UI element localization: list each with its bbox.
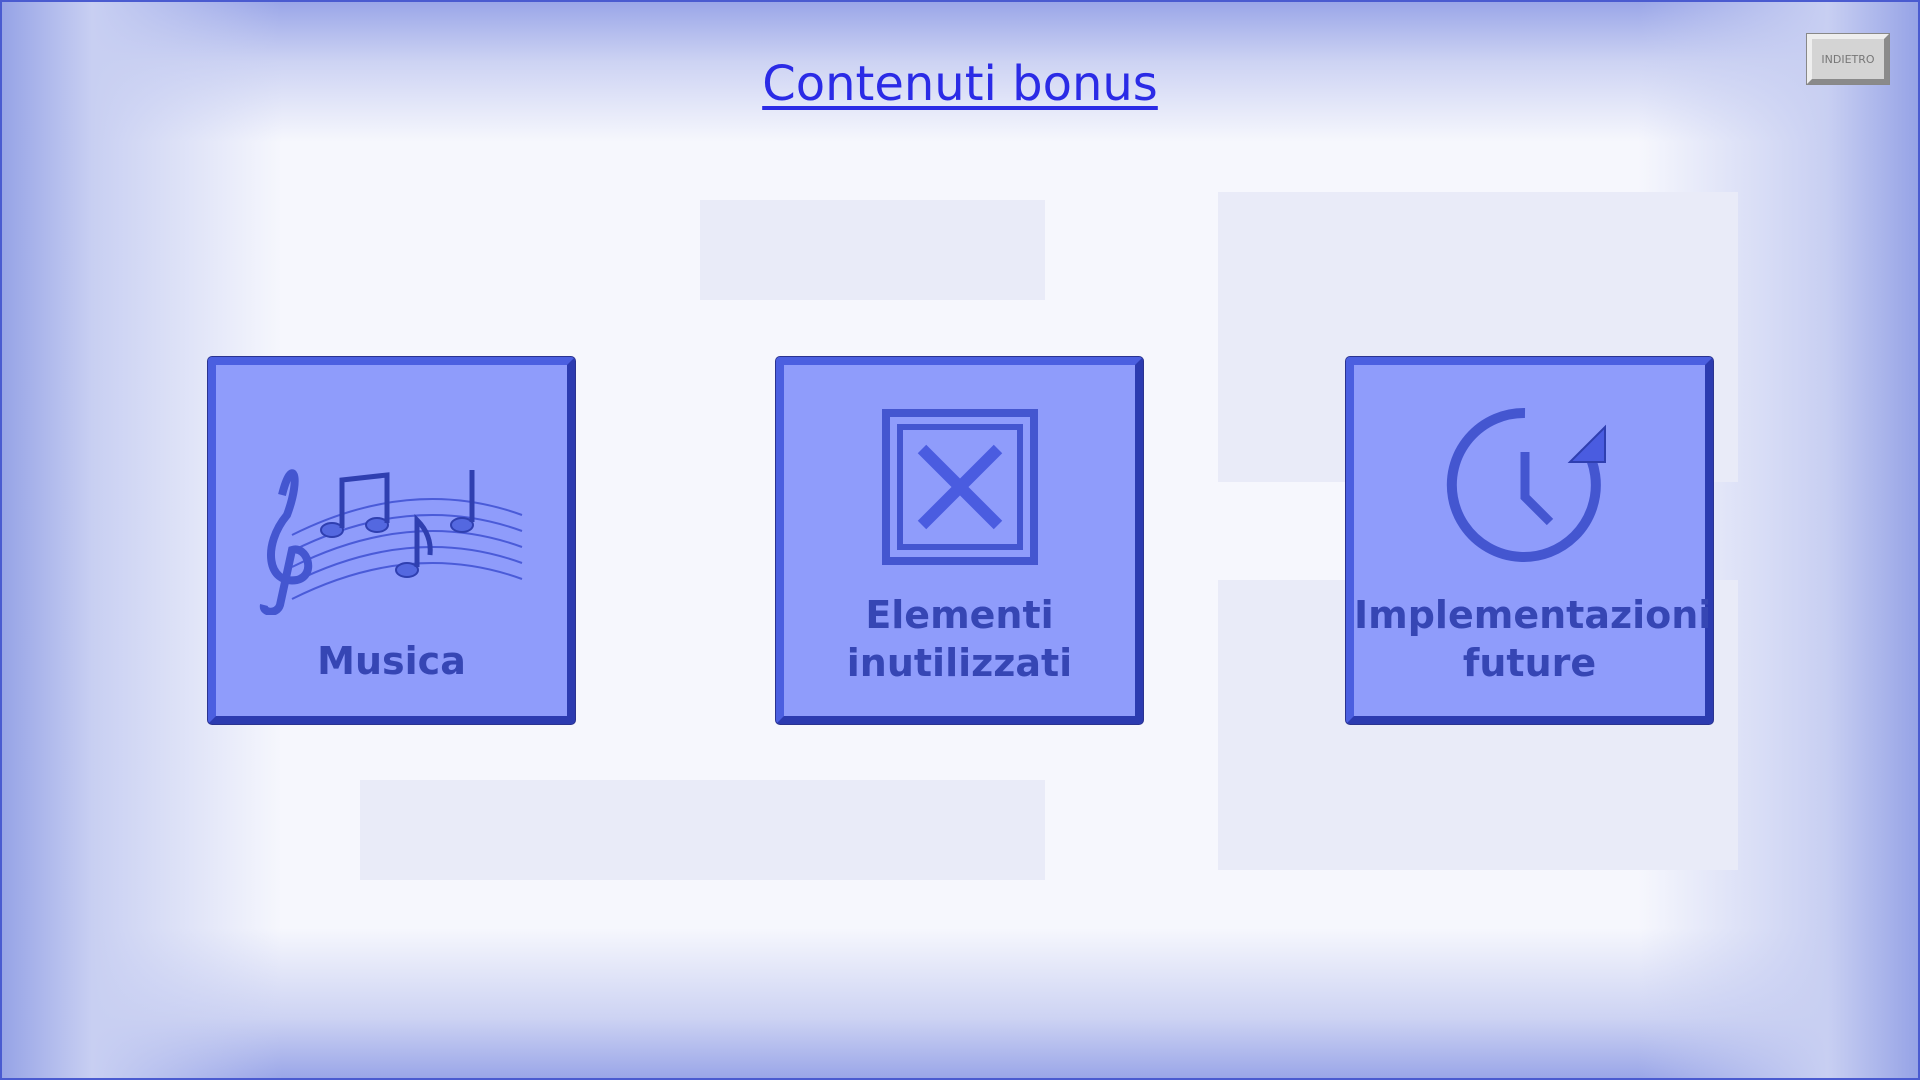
maze-decoration <box>360 780 1045 880</box>
x-box-icon <box>881 409 1038 565</box>
clock-refresh-icon <box>1446 407 1606 562</box>
page-title[interactable]: Contenuti bonus <box>762 56 1158 112</box>
music-notes-icon <box>259 469 522 615</box>
tile-label-line1: Elementi <box>865 593 1054 637</box>
tile-elementi-inutilizzati[interactable]: Elementi inutilizzati <box>776 357 1143 724</box>
tile-musica[interactable]: Musica <box>208 357 575 724</box>
tile-label-line2: future <box>1462 641 1597 685</box>
tile-implementazioni-future[interactable]: Implementazioni future <box>1346 357 1713 724</box>
tile-label: Musica <box>317 639 466 683</box>
maze-decoration <box>700 200 1045 300</box>
tile-label-line2: inutilizzati <box>846 641 1073 685</box>
tile-label-line1: Implementazioni <box>1354 593 1712 637</box>
back-button[interactable]: INDIETRO <box>1806 33 1890 85</box>
